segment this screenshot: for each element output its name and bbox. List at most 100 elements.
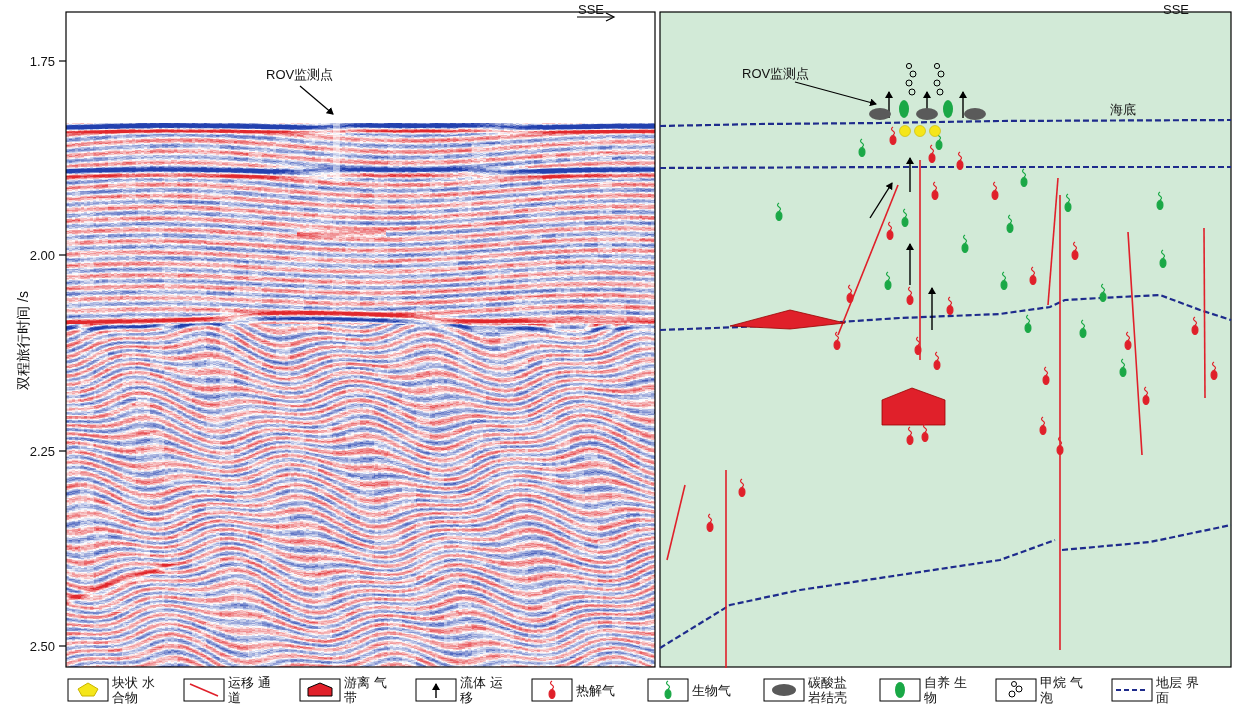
thermogenic-gas <box>1030 267 1036 285</box>
biogenic-gas <box>962 235 968 253</box>
thermogenic-gas <box>1072 242 1078 260</box>
thermogenic-gas <box>890 127 896 145</box>
biogenic-gas <box>902 209 908 227</box>
legend-sample <box>772 684 796 696</box>
seismic-profile <box>66 12 655 667</box>
thermogenic-gas <box>1211 362 1217 380</box>
legend-box <box>68 679 108 701</box>
thermogenic-sample <box>549 681 555 699</box>
legend-sample <box>665 681 671 699</box>
biogenic-gas <box>1080 320 1086 338</box>
thermogenic-gas <box>739 479 745 497</box>
biogenic-gas <box>859 139 865 157</box>
legend-box <box>184 679 224 701</box>
thermogenic-gas <box>847 285 853 303</box>
callout-label: ROV监测点 <box>266 67 333 82</box>
tick-label: 2.50 <box>30 639 55 654</box>
arrow-sample <box>435 684 436 698</box>
legend-label: 碳酸盐 岩结壳 <box>808 675 851 705</box>
hydrate-sample <box>78 683 98 696</box>
legend-label: 运移 通道 <box>228 675 271 705</box>
leader-arrow <box>300 86 333 114</box>
legend-sample <box>549 681 555 699</box>
biota-sample <box>895 682 905 698</box>
direction-label: SSE <box>1163 2 1189 17</box>
thermogenic-gas <box>907 287 913 305</box>
legend-sample <box>436 684 437 698</box>
biogenic-sample <box>665 681 671 699</box>
channel-sample <box>190 684 218 696</box>
legend-box <box>300 679 340 701</box>
legend-box <box>1112 679 1152 701</box>
migration-channel <box>667 160 1205 668</box>
bubble-sample <box>1009 691 1015 697</box>
schematic-panel <box>660 12 1231 667</box>
thermogenic-gas <box>907 427 913 445</box>
legend-label: 热解气 <box>576 683 619 698</box>
biogenic-gas <box>1021 169 1027 187</box>
legend-sample <box>1009 682 1022 698</box>
thermogenic-gas <box>1040 417 1046 435</box>
thermogenic-gas <box>932 182 938 200</box>
thermogenic-gas <box>1057 437 1063 455</box>
legend-box <box>648 679 688 701</box>
free-gas-zone <box>730 310 945 425</box>
legend-sample <box>78 683 98 696</box>
bubble-sample <box>1016 686 1022 692</box>
leader-arrow <box>795 82 876 104</box>
thermogenic-gas <box>707 514 713 532</box>
crust-sample <box>772 684 796 696</box>
panel-frame <box>66 12 655 667</box>
thermogenic-gas <box>922 424 928 442</box>
thermogenic-gas <box>887 222 893 240</box>
thermogenic-gas <box>992 182 998 200</box>
stratum-boundary <box>660 120 1231 648</box>
seafloor-label: 海底 <box>1110 102 1136 117</box>
legend-label: 块状 水合物 <box>112 675 155 705</box>
biogenic-gas <box>1025 315 1031 333</box>
callout-label: ROV监测点 <box>742 66 809 81</box>
tick-label: 2.25 <box>30 444 55 459</box>
legend-label: 地层 界面 <box>1156 675 1199 705</box>
thermogenic-gas <box>947 297 953 315</box>
methane-bubbles <box>906 63 944 95</box>
legend-box <box>416 679 456 701</box>
thermogenic-gas <box>957 152 963 170</box>
legend-label: 自养 生物 <box>924 675 967 705</box>
boundary-sample <box>1116 689 1148 691</box>
biogenic-gas <box>1120 359 1126 377</box>
tick-label: 2.00 <box>30 248 55 263</box>
gas-zone-sample <box>308 683 332 696</box>
biogenic-gas <box>1157 192 1163 210</box>
hydrate <box>900 126 941 137</box>
thermogenic-gas <box>834 332 840 350</box>
legend-label: 生物气 <box>692 683 735 698</box>
thermogenic-gas <box>934 352 940 370</box>
fluid-arrow <box>870 92 963 330</box>
biogenic-gas <box>1007 215 1013 233</box>
thermogenic-gas <box>1192 317 1198 335</box>
biogenic-gas <box>1160 250 1166 268</box>
autotrophic-biota <box>899 100 953 118</box>
thermogenic-gas <box>1143 387 1149 405</box>
legend-sample <box>895 682 905 698</box>
legend-sample <box>1116 690 1148 691</box>
legend-sample <box>308 683 332 696</box>
tick-label: 1.75 <box>30 54 55 69</box>
thermogenic-gas <box>1043 367 1049 385</box>
thermogenic-gas <box>929 145 935 163</box>
biogenic-gas <box>1065 194 1071 212</box>
legend-label: 游离 气带 <box>344 675 387 705</box>
thermogenic-gas <box>1125 332 1131 350</box>
bubble-sample <box>1012 682 1017 687</box>
legend-box <box>764 679 804 701</box>
legend-sample <box>190 684 218 696</box>
axis-ticks <box>59 61 66 646</box>
direction-label: SSE <box>578 2 604 17</box>
legend-label: 甲烷 气泡 <box>1040 675 1083 705</box>
axis-title: 双程旅行时间 /s <box>16 291 31 390</box>
legend-box <box>996 679 1036 701</box>
biogenic-gas <box>1100 284 1106 302</box>
thermogenic-gas <box>915 337 921 355</box>
